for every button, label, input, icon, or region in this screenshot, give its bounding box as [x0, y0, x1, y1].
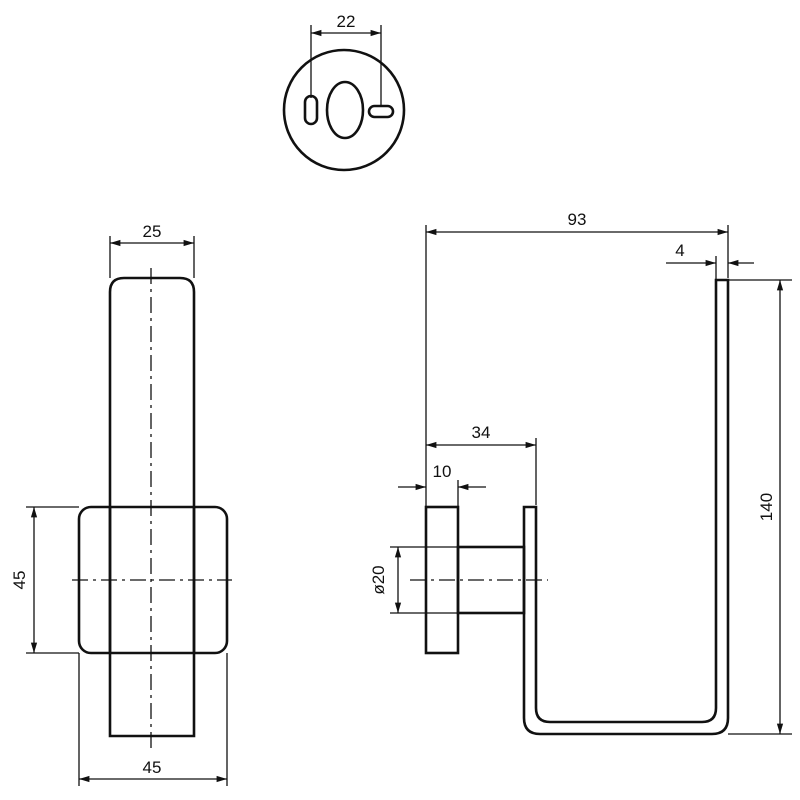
right-slot	[367, 104, 395, 119]
dim-base-thickness: 10	[433, 462, 452, 481]
dim-height-left: 45	[10, 571, 29, 590]
arm-outline	[108, 276, 196, 738]
left-slot	[303, 94, 319, 126]
dim-width-bottom: 45	[143, 758, 162, 777]
front-view: 25 45 45	[10, 222, 232, 786]
dim-slot-spacing: 22	[337, 12, 356, 31]
hook-arm	[522, 278, 730, 736]
dim-depth: 34	[472, 423, 491, 442]
dim-width-top: 25	[143, 222, 162, 241]
dim-diameter: ø20	[369, 565, 388, 594]
top-view: 22	[282, 12, 406, 172]
dim-wall-thickness: 4	[675, 241, 684, 260]
side-view: 93 4 34 10 ø20 140	[369, 210, 792, 736]
dim-total-height: 140	[757, 493, 776, 521]
mounting-plate-outline	[282, 48, 406, 172]
center-keyhole-slot	[325, 80, 365, 140]
dim-total-width: 93	[568, 210, 587, 229]
